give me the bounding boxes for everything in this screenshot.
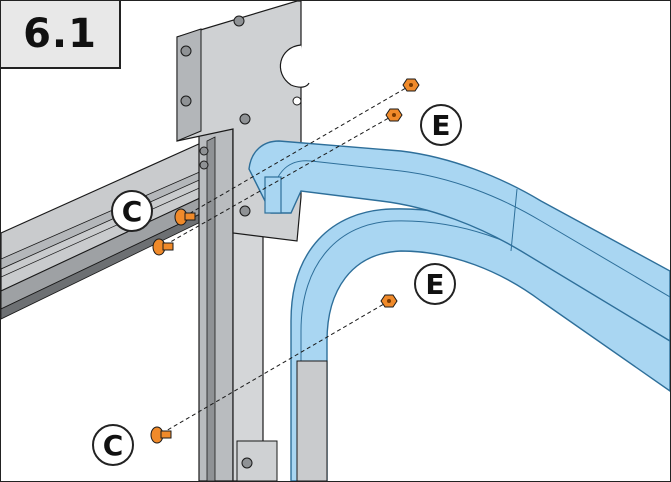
callout-e-middle: E <box>414 263 456 305</box>
nut-top-1 <box>402 78 420 92</box>
horizontal-rail <box>1 142 216 320</box>
fasteners <box>150 78 420 444</box>
callout-c-upper: C <box>111 190 153 232</box>
bolt-upper-2 <box>152 238 174 256</box>
callout-e-upper: E <box>420 104 462 146</box>
bolt-upper-1 <box>174 208 196 226</box>
callout-c-lower: C <box>92 424 134 466</box>
guide-lines <box>158 84 412 436</box>
bolt-lower <box>150 426 172 444</box>
nut-mid <box>380 294 398 308</box>
step-number: 6.1 <box>1 1 121 69</box>
nut-top-2 <box>385 108 403 122</box>
